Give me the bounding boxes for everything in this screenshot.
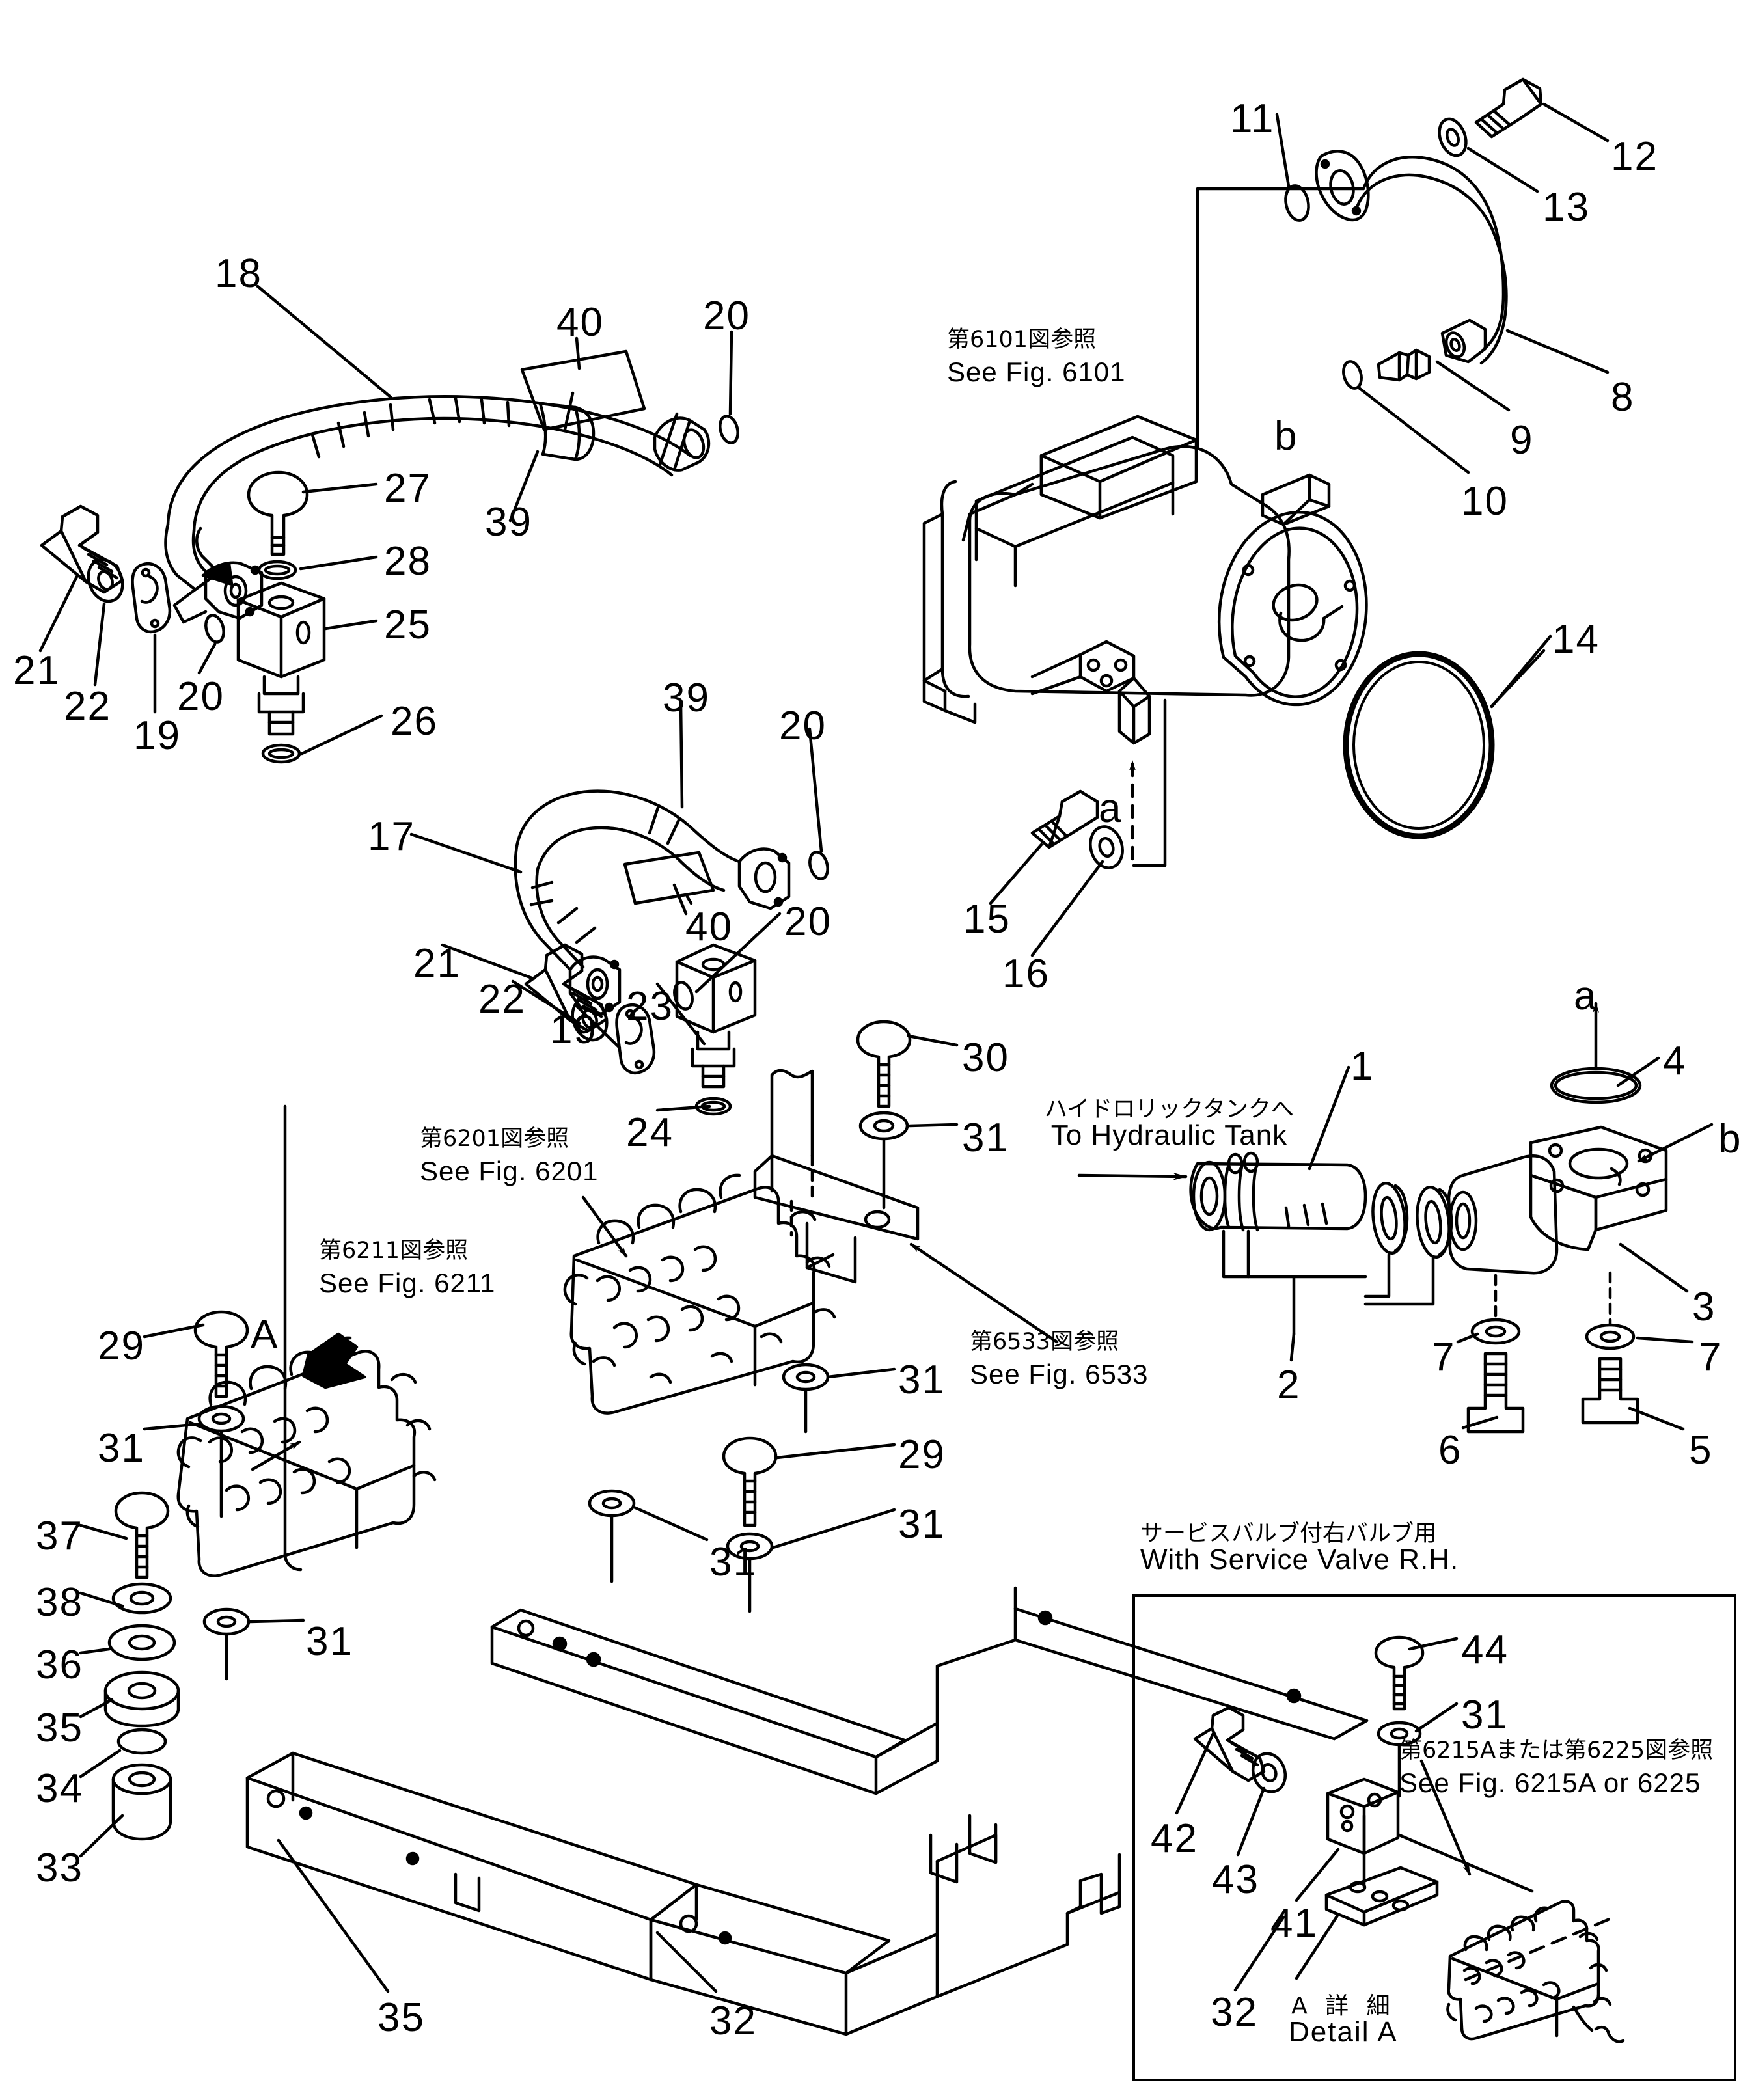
callout-21-mid: 21 — [413, 941, 461, 986]
callout-5: 5 — [1689, 1428, 1713, 1473]
section-mark-b-right: b — [1718, 1117, 1741, 1162]
callout-31-d: 31 — [898, 1502, 946, 1547]
callout-16: 16 — [1002, 951, 1050, 996]
callout-7-a: 7 — [1432, 1335, 1456, 1380]
callout-6: 6 — [1438, 1428, 1462, 1473]
callout-34: 34 — [36, 1766, 83, 1811]
callout-2: 2 — [1277, 1363, 1301, 1408]
callout-25: 25 — [384, 603, 432, 648]
callout-39-mid: 39 — [663, 675, 710, 720]
callout-35-a: 35 — [36, 1706, 83, 1751]
reference-fig-6533-jp: 第6533図参照 — [970, 1329, 1119, 1355]
reference-fig-6201-jp: 第6201図参照 — [420, 1126, 569, 1152]
reference-fig-6211-jp: 第6211図参照 — [319, 1238, 469, 1264]
callout-27: 27 — [384, 466, 432, 511]
inset-callout-32: 32 — [1211, 1990, 1258, 2035]
reference-fig-6201: 第6201図参照 See Fig. 6201 — [420, 1125, 599, 1189]
callout-19-mid: 19 — [550, 1007, 597, 1052]
inset-callout-44: 44 — [1461, 1628, 1509, 1672]
callout-3: 3 — [1692, 1285, 1716, 1330]
annotation-to-hydraulic-tank-en: To Hydraulic Tank — [1050, 1119, 1288, 1151]
callout-4: 4 — [1663, 1039, 1687, 1084]
callout-31-c: 31 — [898, 1357, 946, 1402]
callout-40-mid: 40 — [685, 905, 733, 949]
reference-fig-6101-en: See Fig. 6101 — [947, 356, 1126, 387]
reference-fig-6101: 第6101図参照 See Fig. 6101 — [947, 325, 1126, 390]
callout-30: 30 — [962, 1035, 1009, 1080]
callout-13: 13 — [1542, 185, 1590, 230]
inset-callout-42: 42 — [1151, 1816, 1198, 1861]
inset-callout-41: 41 — [1270, 1901, 1318, 1946]
callout-26: 26 — [391, 699, 438, 744]
section-mark-b-top: b — [1274, 414, 1297, 459]
callout-31-b: 31 — [98, 1426, 145, 1471]
inset-title-jp: サービスバルブ付右バルブ用 — [1140, 1521, 1437, 1547]
callout-20-c: 20 — [779, 703, 827, 748]
callout-12: 12 — [1611, 134, 1658, 179]
callout-22-upper: 22 — [64, 684, 111, 729]
annotation-to-hydraulic-tank: ハイドロリックタンクへ To Hydraulic Tank — [1045, 1098, 1294, 1150]
callout-19-upper: 19 — [133, 713, 181, 758]
inset-detail-caption-en: Detail A — [1289, 2016, 1398, 2048]
callout-1: 1 — [1350, 1044, 1375, 1089]
inset-reference-jp: 第6215Aまたは第6225図参照 — [1399, 1738, 1714, 1764]
callout-29-b: 29 — [898, 1432, 946, 1477]
callout-21-upper: 21 — [13, 648, 61, 693]
callout-40-upper: 40 — [556, 300, 604, 345]
inset-callout-43: 43 — [1212, 1857, 1259, 1902]
callout-31-e: 31 — [709, 1540, 757, 1585]
callout-20-left: 20 — [177, 674, 225, 719]
inset-title-en: With Service Valve R.H. — [1140, 1544, 1459, 1575]
callout-39-upper: 39 — [485, 500, 532, 545]
callout-29-a: 29 — [98, 1324, 145, 1369]
callout-23: 23 — [626, 984, 674, 1029]
callout-32-a: 32 — [709, 1998, 757, 2043]
callout-31-a: 31 — [962, 1115, 1009, 1160]
callout-14: 14 — [1552, 617, 1600, 662]
inset-detail-caption: A 詳 細 Detail A — [1289, 1995, 1398, 2047]
callout-33: 33 — [36, 1846, 83, 1890]
inset-title: サービスバルブ付右バルブ用 With Service Valve R.H. — [1140, 1523, 1459, 1574]
callout-31-f: 31 — [306, 1619, 353, 1664]
inset-reference-fig-6215a-6225: 第6215Aまたは第6225図参照 See Fig. 6215A or 6225 — [1399, 1736, 1713, 1801]
callout-35-b: 35 — [377, 1995, 425, 2040]
callout-20-d: 20 — [784, 899, 832, 944]
inset-border — [1132, 1594, 1736, 2081]
callout-22-mid: 22 — [478, 977, 526, 1022]
callout-24: 24 — [626, 1110, 674, 1155]
callout-36: 36 — [36, 1643, 83, 1687]
callout-7-b: 7 — [1699, 1335, 1723, 1380]
inset-reference-en: See Fig. 6215A or 6225 — [1399, 1767, 1701, 1798]
callout-28: 28 — [384, 539, 432, 584]
callout-20-upper: 20 — [703, 293, 750, 338]
reference-fig-6101-jp: 第6101図参照 — [947, 327, 1097, 353]
section-mark-A-left: A — [251, 1312, 278, 1357]
section-mark-a-mid: a — [1099, 786, 1121, 831]
inset-callout-31: 31 — [1461, 1693, 1509, 1738]
reference-fig-6533: 第6533図参照 See Fig. 6533 — [970, 1328, 1149, 1392]
section-mark-a-right: a — [1574, 974, 1596, 1018]
callout-18: 18 — [215, 251, 262, 296]
callout-15: 15 — [963, 897, 1011, 942]
callout-10: 10 — [1461, 479, 1509, 524]
inset-detail-caption-jp: A 詳 細 — [1291, 1993, 1395, 2019]
callout-9: 9 — [1510, 418, 1534, 463]
callout-38: 38 — [36, 1580, 83, 1625]
callout-8: 8 — [1611, 375, 1635, 420]
callout-37: 37 — [36, 1514, 83, 1559]
reference-fig-6201-en: See Fig. 6201 — [420, 1155, 599, 1186]
reference-fig-6211-en: See Fig. 6211 — [319, 1267, 496, 1298]
callout-11: 11 — [1230, 96, 1275, 141]
callout-17: 17 — [368, 814, 415, 859]
annotation-to-hydraulic-tank-jp: ハイドロリックタンクへ — [1045, 1097, 1294, 1123]
reference-fig-6211: 第6211図参照 See Fig. 6211 — [319, 1236, 495, 1301]
reference-fig-6533-en: See Fig. 6533 — [970, 1358, 1149, 1389]
